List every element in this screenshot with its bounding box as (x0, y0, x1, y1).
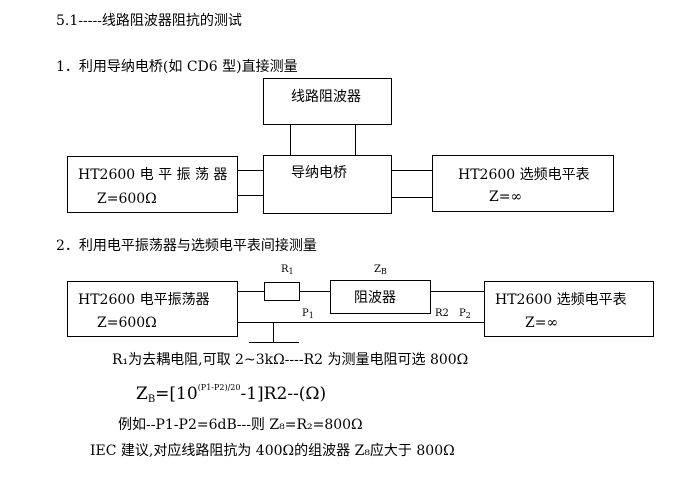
line-blocker-label: 线路阻波器 (291, 89, 361, 105)
blocker-bridge-wire-left (290, 124, 291, 156)
admittance-bridge-label: 导纳电桥 (291, 165, 347, 181)
p1-label: P1 (302, 308, 314, 320)
oscillator-name-2: HT2600 电平振荡器 (78, 292, 210, 308)
meter-impedance-1: Z=∞ (489, 189, 523, 205)
bottom-wire (238, 322, 484, 323)
example-note: 例如‐‐P1-P2=6dB‐‐‐则 Z₈=R₂=800Ω (118, 417, 363, 433)
impedance-formula: ZB=[10(P1-P2)/20-1]R2‐‐(Ω) (136, 383, 327, 405)
line-blocker-box: 线路阻波器 (263, 78, 392, 125)
meter-box-2: HT2600 选频电平表 Z=∞ (484, 281, 654, 337)
r1-label: R1 (281, 264, 294, 276)
oscillator-box-2: HT2600 电平振荡器 Z=600Ω (67, 281, 238, 337)
bridge-meter-wire-top (392, 170, 432, 171)
zb-label: ZB (374, 264, 387, 276)
method2-heading: 2．利用电平振荡器与选频电平表间接测量 (56, 238, 317, 254)
meter-box-1: HT2600 选频电平表 Z=∞ (432, 155, 614, 212)
top-wire-blocker-meter (431, 291, 484, 292)
ground-bar (249, 342, 299, 343)
oscillator-name-1: HT2600 电 平 振 荡 器 (78, 167, 228, 183)
top-wire-r1-blocker (299, 291, 330, 292)
oscillator-impedance-1: Z=600Ω (97, 191, 157, 207)
blocker-bridge-wire-right (355, 124, 356, 156)
top-wire-osc-r1 (238, 291, 264, 292)
blocker-box-2: 阻波器 (330, 280, 431, 314)
r2-label: R2 (435, 308, 449, 319)
iec-note: IEC 建议,对应线路阻抗为 400Ω的组波器 Z₈应大于 800Ω (90, 443, 455, 459)
blocker-label-2: 阻波器 (354, 290, 396, 306)
r1-resistor (264, 282, 300, 301)
meter-name-2: HT2600 选频电平表 (495, 292, 627, 308)
ground-stem (273, 322, 274, 342)
bridge-meter-wire-bottom (392, 197, 432, 198)
p2-label: P2 (459, 308, 471, 320)
method1-heading: 1．利用导纳电桥(如 CD6 型)直接测量 (56, 59, 298, 75)
r1-r2-note: R₁为去耦电阻,可取 2~3kΩ‐‐‐‐R2 为测量电阻可选 800Ω (112, 352, 469, 368)
osc-bridge-wire-top (238, 170, 264, 171)
section-title: 5.1‐‐‐‐‐线路阻波器阻抗的测试 (56, 13, 242, 29)
meter-name-1: HT2600 选频电平表 (458, 167, 590, 183)
admittance-bridge-box: 导纳电桥 (263, 155, 392, 214)
meter-impedance-2: Z=∞ (525, 315, 559, 331)
osc-bridge-wire-bottom (238, 195, 264, 196)
oscillator-box-1: HT2600 电 平 振 荡 器 Z=600Ω (67, 156, 238, 213)
oscillator-impedance-2: Z=600Ω (97, 315, 157, 331)
